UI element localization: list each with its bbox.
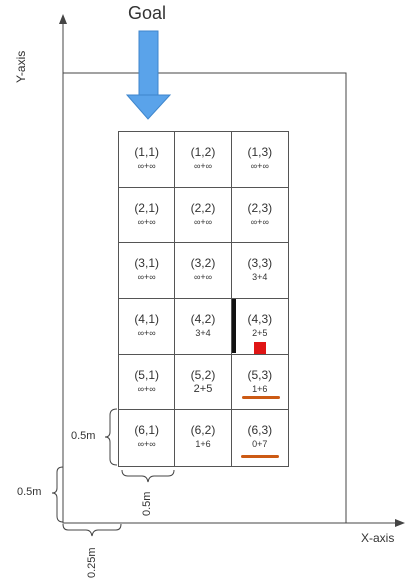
cell-cost: ∞+∞ [137, 161, 156, 171]
grid-cell-3-3: (3,3)3+4 [231, 243, 288, 299]
grid-cell-5-1: (5,1)∞+∞ [119, 354, 176, 411]
dim-label-cell-height: 0.5m [71, 430, 96, 442]
dim-label-cell-width: 0.5m [141, 491, 153, 516]
goal-arrow-icon [125, 30, 172, 120]
cell-coordinate: (3,1) [134, 256, 159, 271]
grid-cell-6-2: (6,2)1+6 [175, 410, 232, 466]
cell-coordinate: (4,2) [190, 312, 216, 326]
cell-coordinate: (3,3) [247, 256, 273, 271]
grid-map: (1,1)∞+∞(1,2)∞+∞(1,3)∞+∞(2,1)∞+∞(2,2)∞+∞… [118, 131, 289, 467]
brace-offset-x [62, 523, 122, 537]
cell-cost: 0+7 [252, 439, 268, 450]
grid-cell-2-2: (2,2)∞+∞ [175, 187, 232, 244]
grid-cell-5-3: (5,3)1+6 [231, 355, 288, 411]
dim-label-offset-x: 0.25m [86, 547, 98, 578]
grid-cells: (1,1)∞+∞(1,2)∞+∞(1,3)∞+∞(2,1)∞+∞(2,2)∞+∞… [119, 132, 288, 466]
cell-cost: ∞+∞ [137, 328, 156, 338]
cell-coordinate: (2,2) [190, 200, 216, 215]
grid-cell-4-3: (4,3) 2+5 [231, 299, 288, 355]
cell-cost: ∞+∞ [137, 383, 156, 394]
brace-cell-height [104, 408, 118, 466]
cell-coordinate: (1,3) [247, 145, 273, 159]
cell-cost: 2+5 [252, 328, 268, 338]
cell-cost: ∞+∞ [137, 439, 156, 450]
grid-cell-6-1: (6,1)∞+∞ [119, 410, 176, 466]
grid-cell-5-2: (5,2)2+5 [175, 354, 232, 411]
wall-obstacle [232, 299, 236, 353]
cell-cost: ∞+∞ [193, 272, 213, 283]
cell-coordinate: (3,2) [190, 256, 216, 271]
path-marker-5-3 [242, 396, 280, 399]
cell-coordinate: (6,3) [247, 423, 273, 438]
cell-cost: 2+5 [193, 382, 213, 395]
y-axis-arrowhead [59, 14, 67, 24]
cell-cost: ∞+∞ [250, 161, 269, 171]
x-axis-label: X-axis [361, 531, 395, 545]
cell-cost: ∞+∞ [250, 216, 269, 227]
grid-cell-4-2: (4,2) 3+4 [175, 299, 232, 355]
cell-coordinate: (5,3) [247, 367, 273, 382]
grid-cell-3-2: (3,2)∞+∞ [175, 243, 232, 299]
cell-coordinate: (6,2) [190, 423, 216, 438]
cell-cost: 3+4 [252, 272, 268, 283]
cell-cost: ∞+∞ [193, 216, 213, 227]
dim-label-offset-y: 0.5m [17, 486, 42, 498]
cell-coordinate: (4,1) [134, 312, 159, 326]
cell-coordinate: (1,1) [134, 145, 159, 159]
cell-coordinate: (5,1) [134, 367, 159, 382]
cell-cost: 3+4 [195, 328, 211, 338]
goal-label: Goal [128, 3, 167, 23]
cell-coordinate: (4,3) [247, 312, 273, 326]
cell-cost: ∞+∞ [137, 216, 156, 227]
grid-cell-2-3: (2,3)∞+∞ [231, 188, 288, 244]
cell-cost: ∞+∞ [137, 272, 156, 283]
grid-cell-4-1: (4,1) ∞+∞ [119, 299, 176, 355]
cell-cost: ∞+∞ [193, 161, 213, 171]
cell-coordinate: (6,1) [134, 423, 159, 438]
robot-marker [254, 342, 266, 354]
y-axis-label: Y-axis [14, 50, 28, 83]
grid-cell-1-1: (1,1) ∞+∞ [119, 132, 176, 188]
grid-cell-2-1: (2,1)∞+∞ [119, 187, 176, 244]
grid-cell-1-3: (1,3) ∞+∞ [231, 132, 288, 188]
x-axis-arrowhead [395, 519, 405, 527]
grid-cell-1-2: (1,2) ∞+∞ [175, 132, 232, 188]
cell-cost: 1+6 [252, 383, 268, 394]
path-marker-6-3 [241, 455, 279, 458]
brace-cell-width [121, 469, 175, 483]
grid-cell-3-1: (3,1)∞+∞ [119, 243, 176, 299]
brace-offset-y [51, 466, 64, 523]
grid-cell-6-3: (6,3)0+7 [232, 410, 288, 466]
cell-coordinate: (5,2) [190, 367, 216, 382]
cell-cost: 1+6 [195, 439, 211, 450]
cell-coordinate: (1,2) [190, 145, 216, 159]
cell-coordinate: (2,3) [247, 200, 273, 215]
cell-coordinate: (2,1) [134, 200, 159, 215]
